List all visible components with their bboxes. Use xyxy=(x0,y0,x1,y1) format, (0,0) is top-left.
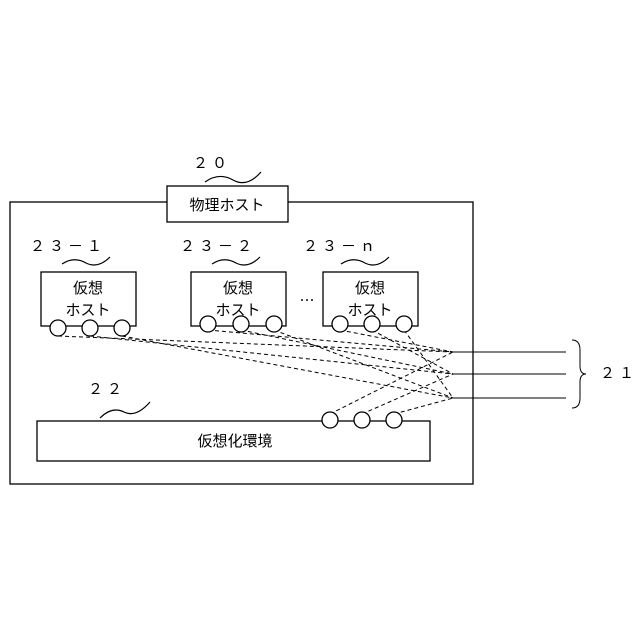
virtual-host-2-ref: ２３－２ xyxy=(180,237,256,255)
physical-host-label: 物理ホスト xyxy=(189,196,264,214)
network-brace xyxy=(572,340,586,408)
virtual-host-1-port-1 xyxy=(50,320,66,336)
virtual-host-1-port-3 xyxy=(114,320,130,336)
physical-host-ref-leader xyxy=(205,172,261,183)
virtual-host-1-label-line2: ホスト xyxy=(65,301,110,319)
virtual-host-n-port-2 xyxy=(364,316,380,332)
virtual-host-1-label-line1: 仮想 xyxy=(73,279,103,297)
virtual-host-n-port-3 xyxy=(396,316,412,332)
network-ref: ２１ xyxy=(600,364,638,382)
virtual-host-2-port-3 xyxy=(266,316,282,332)
virtual-host-n-port-1 xyxy=(332,316,348,332)
virtual-host-2-port-1 xyxy=(200,316,216,332)
virtual-host-2-label-line1: 仮想 xyxy=(223,279,253,297)
physical-host-ref: ２０ xyxy=(193,154,231,172)
ellipsis: … xyxy=(300,287,315,305)
virtual-host-1-port-2 xyxy=(82,320,98,336)
virtualization-env-port-3 xyxy=(386,412,402,428)
virtualization-env-port-1 xyxy=(322,412,338,428)
virtual-host-2-port-2 xyxy=(233,316,249,332)
virtual-host-n-label-line1: 仮想 xyxy=(355,279,385,297)
virtualization-env-ref: ２２ xyxy=(88,380,126,398)
virtual-host-n-ref: ２３－ｎ xyxy=(303,237,379,255)
virtualization-env-label: 仮想化環境 xyxy=(197,432,272,450)
virtual-host-1-ref: ２３－１ xyxy=(30,237,106,255)
virtualization-env-port-2 xyxy=(354,412,370,428)
